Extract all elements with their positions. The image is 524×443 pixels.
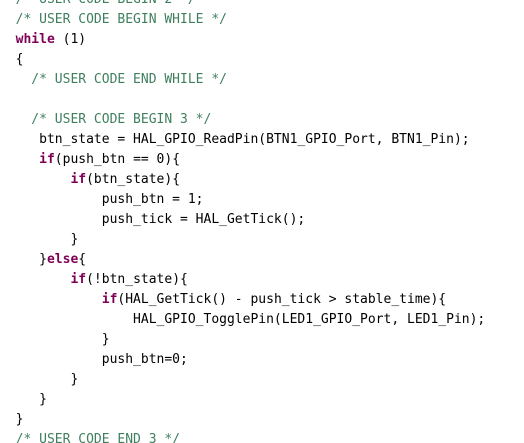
code-line[interactable]: /* USER CODE BEGIN WHILE */ [0,10,524,30]
code-token: { [78,252,87,267]
code-line[interactable]: if(push_btn == 0){ [0,150,524,170]
comment-token: /* USER CODE END 3 */ [0,432,181,443]
code-token [0,272,70,287]
keyword-token: if [70,272,87,287]
code-line[interactable]: if(HAL_GetTick() - push_tick > stable_ti… [0,290,524,310]
code-line[interactable]: push_btn = 1; [0,190,524,210]
keyword-token: if [70,172,87,187]
code-token: (!btn_state){ [86,272,188,287]
code-token: (1) [54,32,87,47]
code-token: } [0,392,47,407]
code-token: (HAL_GetTick() - push_tick > stable_time… [117,292,447,307]
code-line[interactable]: } [0,330,524,350]
keyword-token: while [15,32,55,47]
code-token: } [0,332,110,347]
code-line[interactable] [0,90,524,110]
code-line[interactable]: } [0,370,524,390]
code-token: } [0,372,79,387]
code-line[interactable]: }else{ [0,250,524,270]
code-token: } [0,252,47,267]
code-line[interactable]: } [0,390,524,410]
code-line[interactable]: btn_state = HAL_GPIO_ReadPin(BTN1_GPIO_P… [0,130,524,150]
code-line[interactable]: /* USER CODE END 3 */ [0,430,524,443]
code-token: (push_btn == 0){ [54,152,181,167]
comment-token: /* USER CODE BEGIN 3 */ [0,112,212,127]
code-token: { [0,52,24,67]
code-line[interactable]: if(!btn_state){ [0,270,524,290]
code-token: (btn_state){ [86,172,181,187]
code-token [0,292,102,307]
code-line[interactable]: } [0,410,524,430]
code-line[interactable]: while (1) [0,30,524,50]
code-line[interactable]: { [0,50,524,70]
code-token [0,172,70,187]
keyword-token: if [39,152,55,167]
code-line[interactable]: /* USER CODE BEGIN 2 */ [0,0,524,10]
code-token: push_tick = HAL_GetTick(); [0,212,306,227]
comment-token: /* USER CODE END WHILE */ [0,72,227,87]
code-token [0,152,39,167]
code-line[interactable]: if(btn_state){ [0,170,524,190]
code-token: btn_state = HAL_GPIO_ReadPin(BTN1_GPIO_P… [0,132,470,147]
comment-token: /* USER CODE BEGIN 2 */ [0,0,196,7]
code-token: push_btn = 1; [0,192,204,207]
code-line[interactable]: push_btn=0; [0,350,524,370]
code-line[interactable]: /* USER CODE BEGIN 3 */ [0,110,524,130]
code-line[interactable]: } [0,230,524,250]
keyword-token: else [46,252,79,267]
code-token: } [0,232,79,247]
comment-token: /* USER CODE BEGIN WHILE */ [0,12,227,27]
code-token [0,32,16,47]
code-token: } [0,412,24,427]
code-line[interactable]: push_tick = HAL_GetTick(); [0,210,524,230]
code-token: HAL_GPIO_TogglePin(LED1_GPIO_Port, LED1_… [0,312,486,327]
code-line[interactable]: HAL_GPIO_TogglePin(LED1_GPIO_Port, LED1_… [0,310,524,330]
keyword-token: if [101,292,118,307]
code-token: push_btn=0; [0,352,188,367]
code-line[interactable]: /* USER CODE END WHILE */ [0,70,524,90]
